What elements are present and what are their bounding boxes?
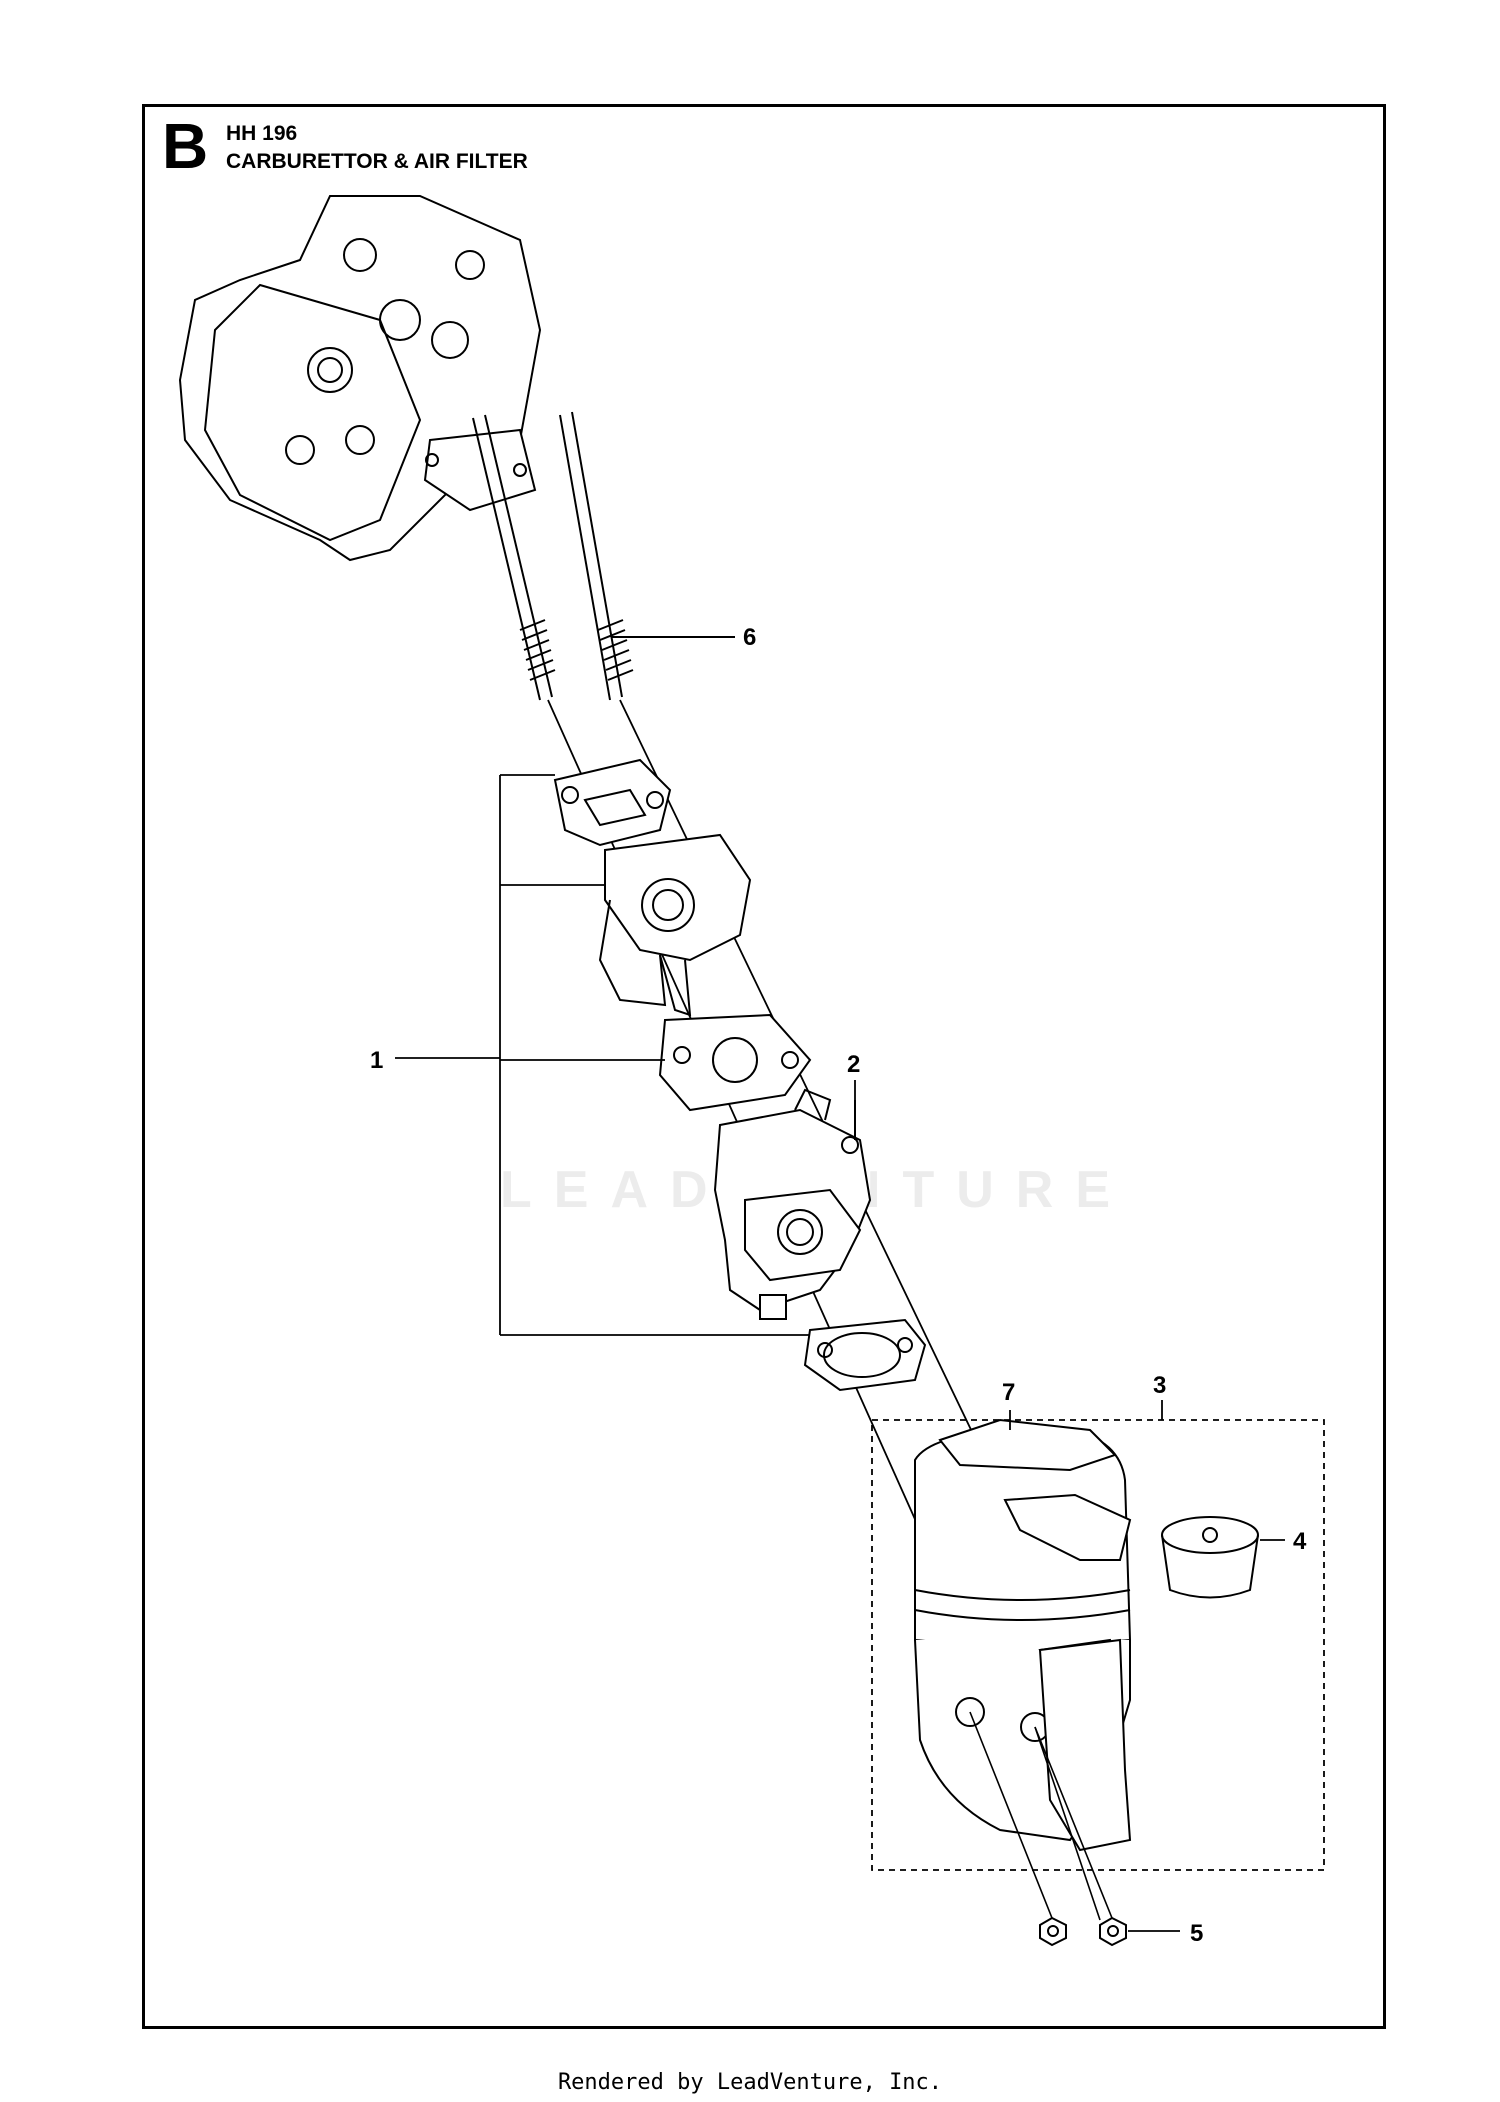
callout-5: 5 bbox=[1190, 1920, 1203, 1947]
air-filter-assembly-box bbox=[871, 1419, 1325, 1871]
air-filter-element bbox=[1161, 1516, 1285, 1599]
air-intake-duct bbox=[1038, 1638, 1132, 1852]
callout-bracket-1 bbox=[395, 774, 810, 1336]
callout-4: 4 bbox=[1293, 1528, 1307, 1555]
callout-2: 2 bbox=[847, 1051, 860, 1078]
gasket-bottom bbox=[803, 1318, 927, 1392]
callout-6: 6 bbox=[743, 624, 756, 651]
carburettor bbox=[713, 1088, 872, 1320]
gasket-top bbox=[553, 758, 672, 847]
callout-1: 1 bbox=[370, 1047, 383, 1074]
insulator-spacer bbox=[598, 833, 752, 1017]
callout-3: 3 bbox=[1153, 1372, 1166, 1399]
nuts bbox=[969, 1711, 1180, 1947]
diagram-title: CARBURETTOR & AIR FILTER bbox=[226, 150, 528, 173]
gasket-middle bbox=[658, 1013, 812, 1112]
model-number: HH 196 bbox=[226, 122, 298, 145]
section-letter: B bbox=[162, 110, 209, 182]
footer-credit: Rendered by LeadVenture, Inc. bbox=[557, 2070, 943, 2095]
callout-7: 7 bbox=[1002, 1379, 1015, 1406]
cylinder-head bbox=[178, 195, 542, 562]
diagram-frame bbox=[142, 104, 1386, 2029]
stud-bolts bbox=[472, 411, 735, 701]
